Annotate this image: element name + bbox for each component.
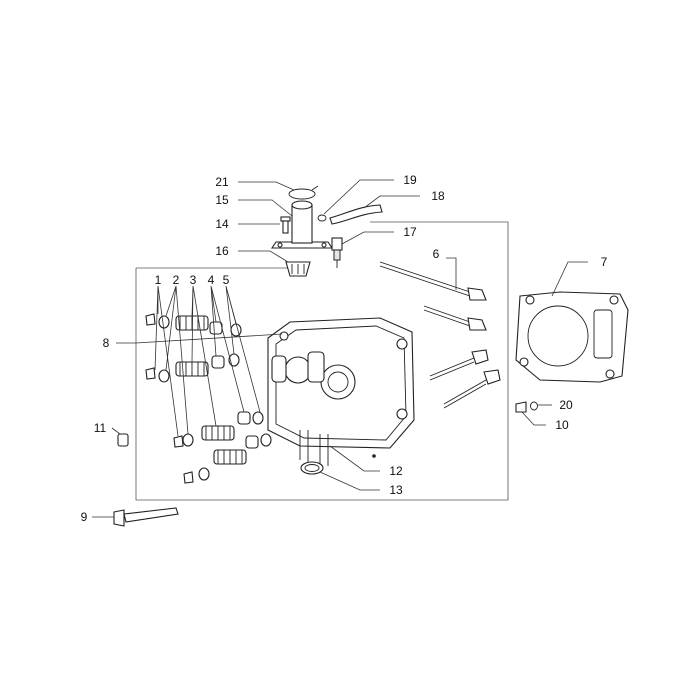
part-plug-o-ring [530,401,538,411]
part-spring-washers [228,323,272,447]
callout-2: 2 [173,273,180,287]
callout-labels: 1 2 3 4 5 6 7 8 9 10 11 12 13 14 15 16 1… [81,173,608,524]
part-head-gasket [515,291,629,383]
part-temperature-sensor [331,237,343,268]
part-thermostat [285,261,311,277]
group-frame-cylinder-head [135,221,509,501]
part-thermostat-cover [270,200,334,249]
callout-7: 7 [601,255,608,269]
part-hose-clamp [288,185,319,200]
part-dowel-pin [117,433,129,447]
part-dowel [372,454,376,458]
part-screw-small [280,216,291,234]
part-valve-3 [429,349,489,381]
callout-20: 20 [559,398,573,412]
callout-21: 21 [215,175,229,189]
callout-1: 1 [155,273,162,287]
callout-19: 19 [403,173,417,187]
callout-10: 10 [555,418,569,432]
callout-11: 11 [94,421,107,435]
leader-lines [92,179,588,518]
part-plug [515,401,527,413]
part-o-ring [300,461,324,475]
part-small-o-ring [317,214,327,222]
part-spring-retainers [158,315,210,481]
callout-12: 12 [389,464,403,478]
callout-3: 3 [190,273,197,287]
callout-9: 9 [81,510,88,524]
callout-14: 14 [215,217,229,231]
callout-6: 6 [433,247,440,261]
part-cylinder-head [267,317,415,466]
callout-18: 18 [431,189,445,203]
part-valve-1 [379,261,487,301]
part-valve-springs [175,315,247,465]
callout-13: 13 [389,483,403,497]
part-long-bolt [113,507,179,527]
callout-15: 15 [215,193,229,207]
part-valve-2 [423,305,487,331]
callout-4: 4 [208,273,215,287]
callout-8: 8 [103,336,110,350]
callout-17: 17 [403,225,417,239]
part-valve-keepers [145,313,194,484]
callout-16: 16 [215,244,229,258]
callout-5: 5 [223,273,230,287]
part-valve-4 [443,369,501,409]
part-hose [329,204,383,225]
